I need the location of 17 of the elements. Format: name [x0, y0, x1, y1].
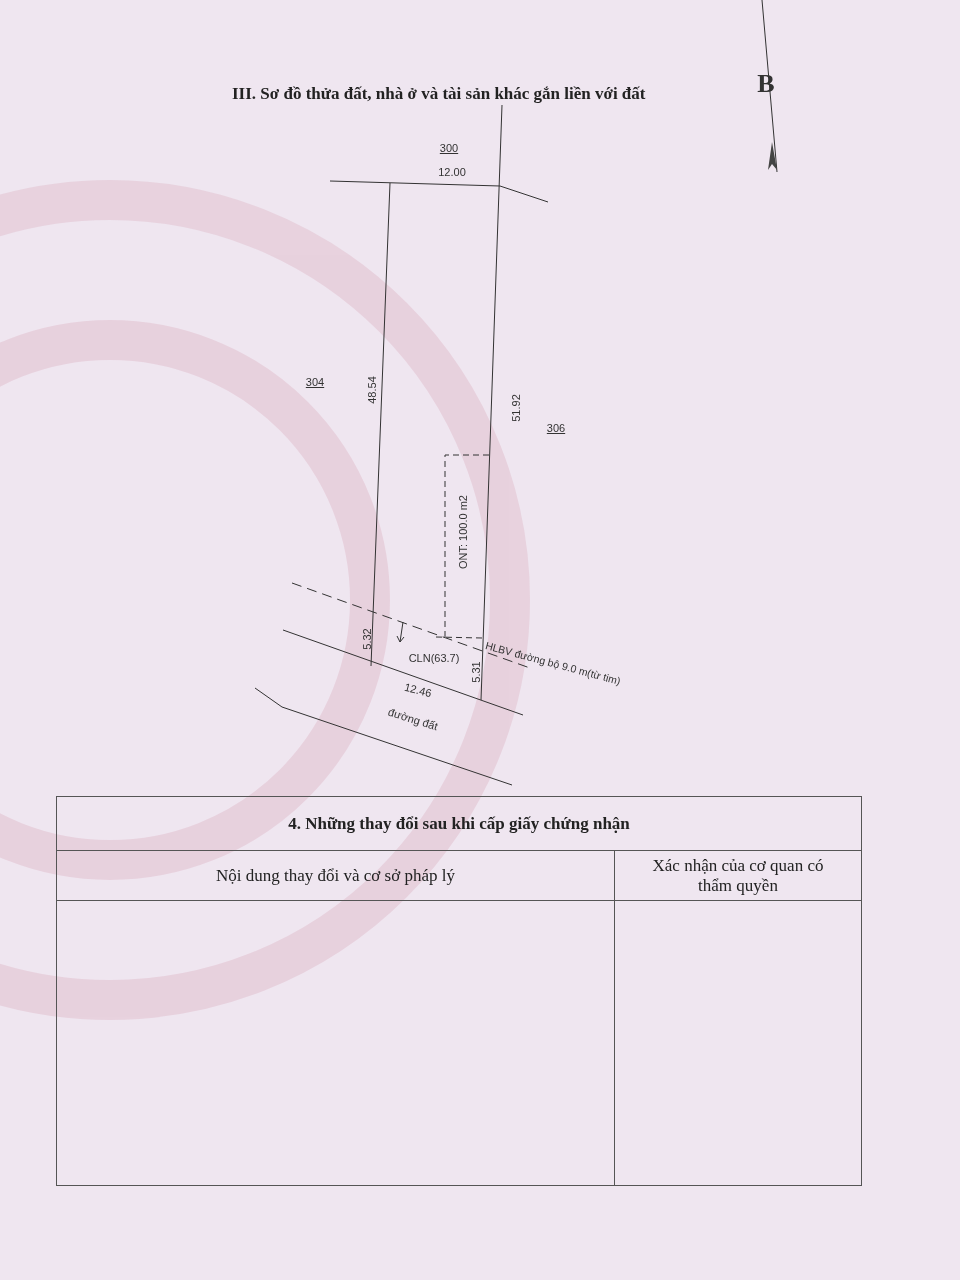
dimension-label: 48.54 [366, 376, 378, 404]
dimension-label: 12.00 [438, 166, 466, 178]
table-heading: 4. Những thay đổi sau khi cấp giấy chứng nhận [288, 813, 630, 834]
land-use-label: CLN(63.7) [408, 652, 460, 664]
column-header: Nội dung thay đổi và cơ sở pháp lý [216, 865, 455, 886]
dimension-label: 5.31 [470, 661, 482, 683]
parcel-number: 306 [546, 422, 566, 434]
setback-label: HLBV đường bộ 9.0 m(từ tim) [484, 639, 622, 687]
column-header: Xác nhận của cơ quan có thẩm quyền [651, 855, 825, 896]
page-heading: III. Sơ đồ thửa đất, nhà ở và tài sản khác gắn liền với đất [232, 84, 646, 104]
dimension-label: 5.32 [361, 628, 373, 650]
parcel-number: 300 [439, 142, 459, 154]
dimension-label: 12.46 [403, 680, 433, 700]
dimension-label: 51.92 [510, 394, 522, 422]
area-label: ONT: 100.0 m2 [457, 495, 469, 569]
parcel-number: 304 [305, 376, 325, 388]
road-label: đường đất [386, 705, 440, 733]
